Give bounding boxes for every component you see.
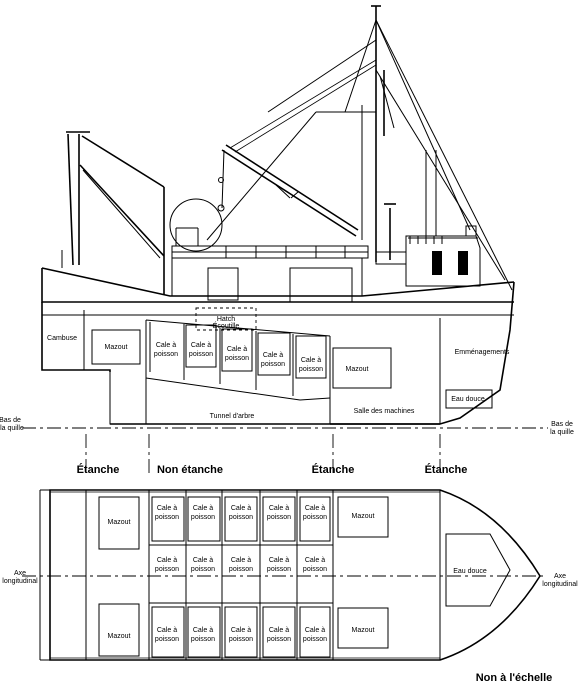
side-cale-3a: Cale à <box>227 346 247 353</box>
plan-cale-r1c1b: poisson <box>155 514 179 521</box>
plan-cale-r3c2b: poisson <box>191 636 215 643</box>
label-bas-quille-left-1: Bas de <box>0 417 21 424</box>
plan-view <box>22 489 546 661</box>
label-hatch: Hatch <box>217 316 235 323</box>
plan-mazout-1: Mazout <box>108 519 131 526</box>
plan-cale-r1c2b: poisson <box>191 514 215 521</box>
label-bas-quille-left-2: la quille <box>0 425 24 432</box>
plan-cale-r1c2a: Cale à <box>193 505 213 512</box>
plan-mazout-2: Mazout <box>108 633 131 640</box>
bulkhead-lines: Étanche Non étanche Étanche Étanche <box>77 434 468 476</box>
label-bas-quille-right-1: Bas de <box>551 421 573 428</box>
label-emmenagements: Emménagements <box>455 349 510 356</box>
plan-cale-r2c4a: Cale à <box>269 557 289 564</box>
side-cale-2b: poisson <box>189 351 213 358</box>
axe-right-1: Axe <box>554 573 566 580</box>
side-cale-2a: Cale à <box>191 342 211 349</box>
label-tunnel: Tunnel d'arbre <box>210 413 255 420</box>
plan-mazout-4: Mazout <box>352 627 375 634</box>
side-cale-3b: poisson <box>225 355 249 362</box>
deckhouse <box>171 225 481 303</box>
plan-cale-r2c2a: Cale à <box>193 557 213 564</box>
label-side-mazout: Mazout <box>105 344 128 351</box>
plan-cale-r3c2a: Cale à <box>193 627 213 634</box>
side-cale-5a: Cale à <box>301 357 321 364</box>
plan-cale-r3c1a: Cale à <box>157 627 177 634</box>
plan-eau-douce: Eau douce <box>453 568 487 575</box>
plan-cale-r2c4b: poisson <box>267 566 291 573</box>
rigging <box>61 5 513 295</box>
plan-cale-r1c5a: Cale à <box>305 505 325 512</box>
label-etanche-1: Étanche <box>77 463 120 476</box>
plan-labels: Mazout Mazout Mazout Mazout Cale à poiss… <box>2 505 578 643</box>
plan-cale-r2c2b: poisson <box>191 566 215 573</box>
plan-cale-r2c3a: Cale à <box>231 557 251 564</box>
label-salle-machines: Salle des machines <box>354 408 415 415</box>
plan-cale-r2c3b: poisson <box>229 566 253 573</box>
side-cale-5b: poisson <box>299 366 323 373</box>
plan-cale-r1c4b: poisson <box>267 514 291 521</box>
plan-cale-r1c3b: poisson <box>229 514 253 521</box>
side-cale-4b: poisson <box>261 361 285 368</box>
plan-cale-r1c1a: Cale à <box>157 505 177 512</box>
label-side-mazout-2: Mazout <box>346 366 369 373</box>
plan-cale-r1c4a: Cale à <box>269 505 289 512</box>
label-non-etanche: Non étanche <box>157 464 223 476</box>
plan-cale-r2c1a: Cale à <box>157 557 177 564</box>
plan-cale-r3c5a: Cale à <box>305 627 325 634</box>
label-etanche-2: Étanche <box>312 463 355 476</box>
label-side-eau-douce: Eau douce <box>451 396 485 403</box>
axe-right-2: longitudinal <box>542 581 578 588</box>
plan-cale-r3c4a: Cale à <box>269 627 289 634</box>
plan-cale-r1c3a: Cale à <box>231 505 251 512</box>
plan-cale-r2c1b: poisson <box>155 566 179 573</box>
axe-left-2: longitudinal <box>2 578 38 585</box>
hull-side <box>41 267 515 425</box>
plan-cale-r3c3b: poisson <box>229 636 253 643</box>
label-etanche-3: Étanche <box>425 463 468 476</box>
plan-cale-r2c5b: poisson <box>303 566 327 573</box>
side-cale-1b: poisson <box>154 351 178 358</box>
label-ecoutille: Écoutille <box>213 321 240 330</box>
side-labels: Cambuse Mazout Hatch Écoutille Cale à po… <box>0 316 574 436</box>
side-cale-1a: Cale à <box>156 342 176 349</box>
label-cambuse: Cambuse <box>47 335 77 342</box>
plan-cale-r2c5a: Cale à <box>305 557 325 564</box>
side-elevation: Cambuse Mazout Hatch Écoutille Cale à po… <box>0 5 574 436</box>
plan-mazout-3: Mazout <box>352 513 375 520</box>
plan-cale-r1c5b: poisson <box>303 514 327 521</box>
plan-cale-r3c3a: Cale à <box>231 627 251 634</box>
side-cale-4a: Cale à <box>263 352 283 359</box>
axe-left-1: Axe <box>14 570 26 577</box>
label-bas-quille-right-2: la quille <box>550 429 574 436</box>
plan-cale-r3c5b: poisson <box>303 636 327 643</box>
scale-note: Non à l'échelle <box>476 672 553 684</box>
plan-cale-r3c4b: poisson <box>267 636 291 643</box>
plan-cale-r3c1b: poisson <box>155 636 179 643</box>
